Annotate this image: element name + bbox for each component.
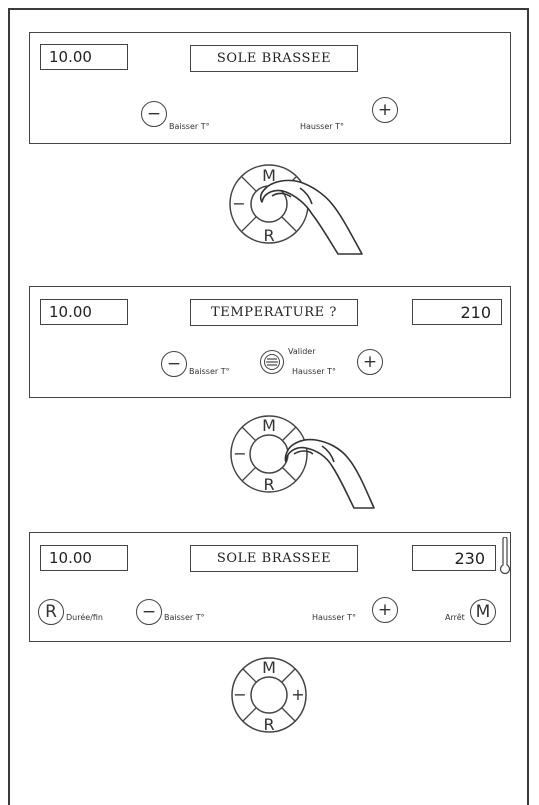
knob-minus-label: − xyxy=(232,194,245,213)
validate-lines-icon xyxy=(266,357,278,367)
raise-temperature-label: Hausser T° xyxy=(292,367,336,376)
message-display: SOLE BRASSEE xyxy=(190,545,358,572)
raise-temperature-button[interactable]: + xyxy=(372,97,398,123)
temperature-display: 230 xyxy=(412,545,496,571)
thermometer-icon xyxy=(499,537,511,575)
control-panel-1: 10.00 SOLE BRASSEE − Baisser T° Hausser … xyxy=(29,32,511,144)
lower-temperature-button[interactable]: − xyxy=(141,101,167,127)
duration-end-label: Durée/fin xyxy=(66,613,103,622)
knob-r-label: R xyxy=(263,715,274,734)
lower-temperature-label: Baisser T° xyxy=(169,122,210,131)
message-display: SOLE BRASSEE xyxy=(190,45,358,72)
time-display: 10.00 xyxy=(40,299,128,325)
knob-r-label: R xyxy=(263,226,274,245)
raise-temperature-button[interactable]: + xyxy=(357,349,383,375)
knob-m-label: M xyxy=(262,658,276,677)
knob-minus-label: − xyxy=(233,444,246,463)
message-display: TEMPERATURE ? xyxy=(190,299,358,326)
control-knob-2[interactable]: M R − xyxy=(214,404,374,516)
knob-r-label: R xyxy=(263,475,274,494)
knob-m-label: M xyxy=(262,416,276,435)
duration-end-button[interactable]: R xyxy=(38,599,64,625)
lower-temperature-label: Baisser T° xyxy=(189,367,230,376)
lower-temperature-button[interactable]: − xyxy=(136,599,162,625)
time-display: 10.00 xyxy=(40,44,128,70)
raise-temperature-label: Hausser T° xyxy=(312,613,356,622)
raise-temperature-label: Hausser T° xyxy=(300,122,344,131)
stop-label: Arrêt xyxy=(445,613,465,622)
validate-label: Valider xyxy=(288,347,316,356)
knob-plus-label: + xyxy=(291,685,304,704)
knob-m-label: M xyxy=(262,166,276,185)
control-panel-2: 10.00 TEMPERATURE ? 210 − Baisser T° Val… xyxy=(29,286,511,398)
knob-minus-label: − xyxy=(233,685,246,704)
time-display: 10.00 xyxy=(40,545,128,571)
temperature-display: 210 xyxy=(412,299,502,325)
stop-button[interactable]: M xyxy=(470,599,496,625)
raise-temperature-button[interactable]: + xyxy=(372,597,398,623)
validate-button[interactable] xyxy=(260,350,284,374)
control-knob-3[interactable]: M R − + xyxy=(229,655,309,735)
lower-temperature-button[interactable]: − xyxy=(161,351,187,377)
control-panel-3: 10.00 SOLE BRASSEE 230 R Durée/fin − Bai… xyxy=(29,532,511,642)
pressing-finger-icon xyxy=(285,440,374,508)
control-knob-1[interactable]: M R − xyxy=(214,152,374,262)
lower-temperature-label: Baisser T° xyxy=(164,613,205,622)
